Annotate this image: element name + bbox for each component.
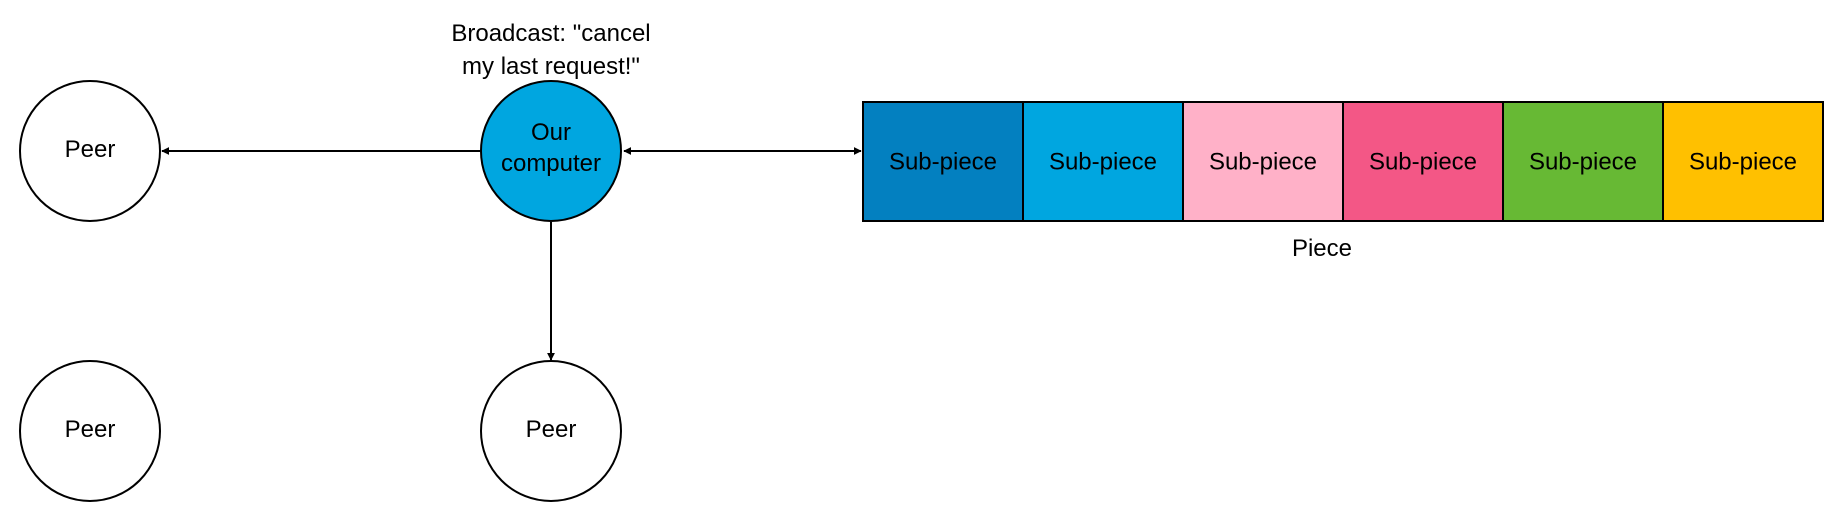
broadcast-text-line-2: my last request!" bbox=[462, 53, 640, 80]
sub-piece-label: Sub-piece bbox=[1369, 149, 1477, 176]
sub-piece-label: Sub-piece bbox=[1689, 149, 1797, 176]
sub-piece-label: Sub-piece bbox=[1049, 149, 1157, 176]
sub-piece-rect bbox=[1662, 101, 1824, 222]
broadcast-annotation: Broadcast: "cancel my last request!" bbox=[451, 20, 650, 80]
peer-label: Peer bbox=[65, 136, 116, 163]
our-computer-label-line-2: computer bbox=[501, 150, 601, 177]
sub-piece-cell-1: Sub-piece bbox=[862, 101, 1024, 222]
our-computer-label-line-1: Our bbox=[531, 119, 571, 146]
our-computer-circle bbox=[480, 80, 622, 222]
sub-piece-rect bbox=[862, 101, 1024, 222]
sub-piece-rect bbox=[1502, 101, 1664, 222]
broadcast-text-line-1: Broadcast: "cancel bbox=[451, 20, 650, 47]
peer-circle bbox=[19, 80, 161, 222]
peer-node-bottom-middle: Peer bbox=[480, 360, 622, 502]
piece: Sub-piece Sub-piece Sub-piece Sub-piece Sub-… bbox=[862, 101, 1824, 222]
sub-piece-cell-2: Sub-piece bbox=[1022, 101, 1184, 222]
sub-piece-label: Sub-piece bbox=[1529, 149, 1637, 176]
peer-node-bottom-left: Peer bbox=[19, 360, 161, 502]
sub-piece-rect bbox=[1342, 101, 1504, 222]
peer-label: Peer bbox=[526, 416, 577, 443]
sub-piece-label: Sub-piece bbox=[889, 149, 997, 176]
peer-label: Peer bbox=[65, 416, 116, 443]
peer-circle bbox=[19, 360, 161, 502]
our-computer-node: Our computer bbox=[480, 80, 622, 222]
sub-piece-cell-6: Sub-piece bbox=[1662, 101, 1824, 222]
peer-circle bbox=[480, 360, 622, 502]
sub-piece-label: Sub-piece bbox=[1209, 149, 1317, 176]
peer-node-top-left: Peer bbox=[19, 80, 161, 222]
sub-piece-cell-4: Sub-piece bbox=[1342, 101, 1504, 222]
piece-caption: Piece bbox=[1292, 235, 1352, 262]
sub-piece-cell-3: Sub-piece bbox=[1182, 101, 1344, 222]
sub-piece-cell-5: Sub-piece bbox=[1502, 101, 1664, 222]
sub-piece-rect bbox=[1182, 101, 1344, 222]
